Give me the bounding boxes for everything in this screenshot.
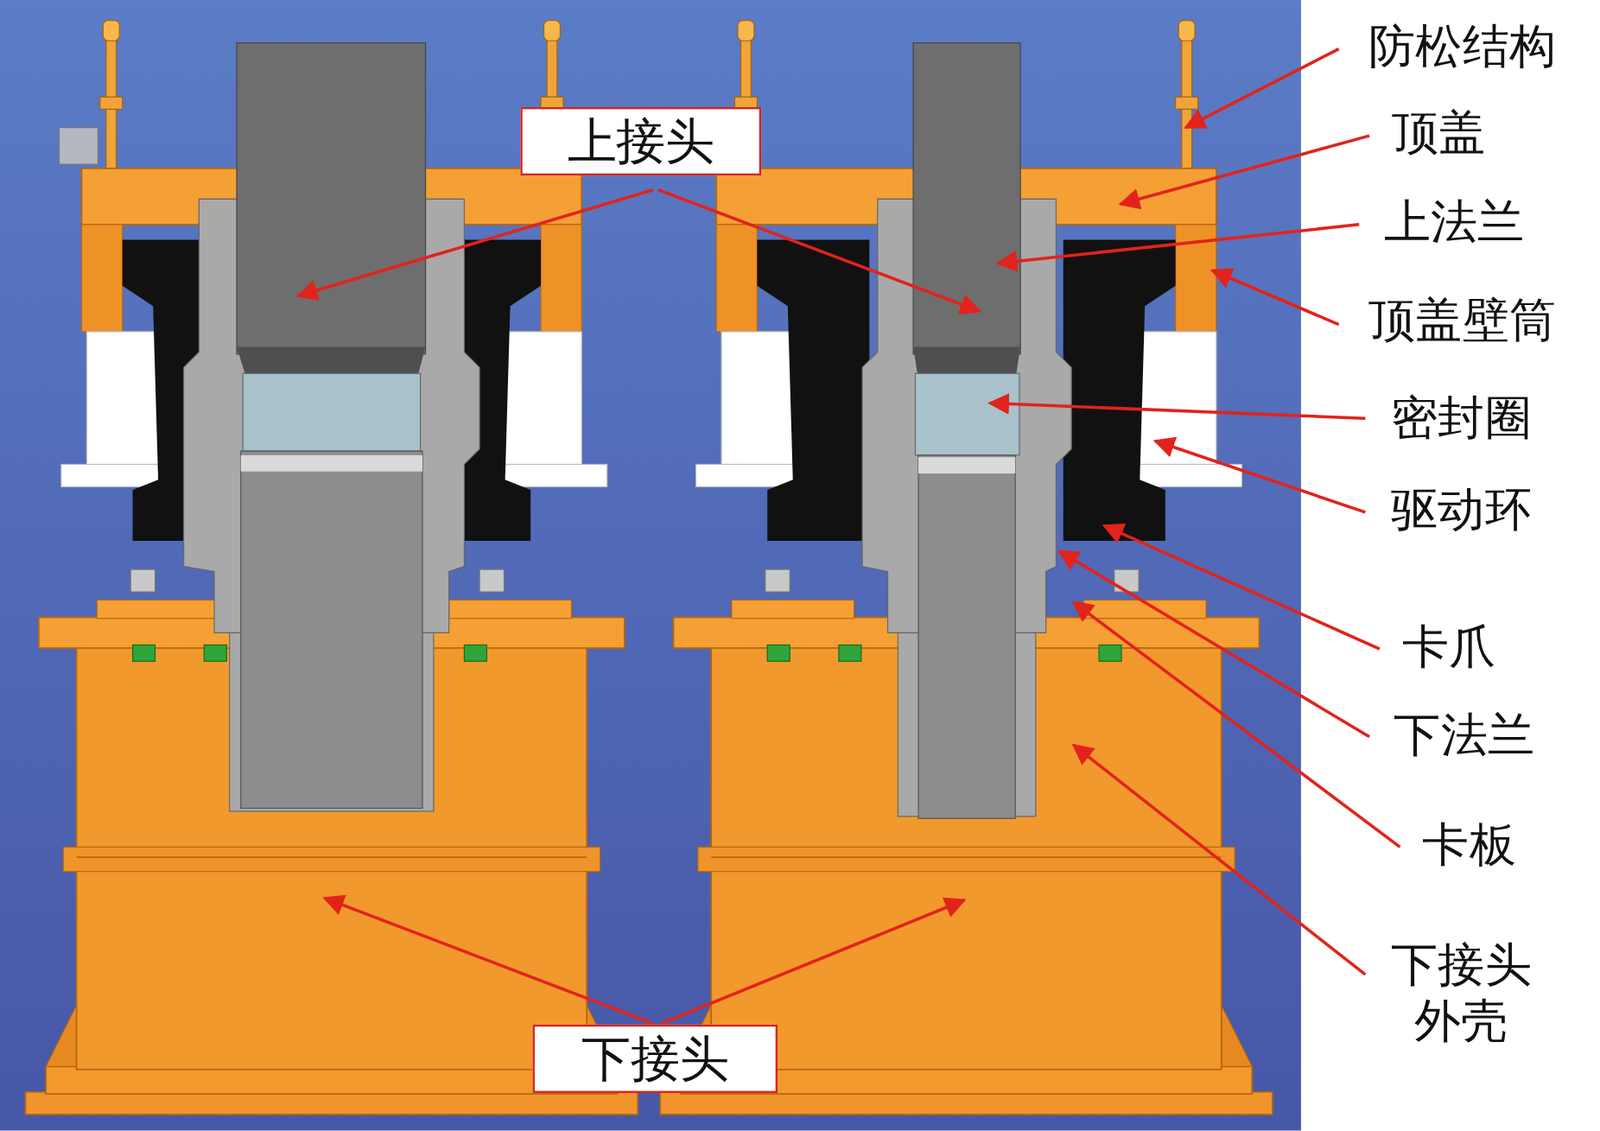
part-name: 上法兰 <box>1362 193 1547 250</box>
part-name: 下接头 外壳 <box>1369 936 1554 1049</box>
part-name: 卡板 <box>1403 816 1537 873</box>
callout-text: 上接头 <box>545 113 737 170</box>
part-name: 卡爪 <box>1382 618 1516 675</box>
part-name: 驱动环 <box>1369 481 1554 538</box>
callout-text: 下接头 <box>557 1030 754 1087</box>
callout-box: 下接头 <box>533 1024 778 1093</box>
part-name: 密封圈 <box>1369 389 1554 446</box>
part-name: 顶盖 <box>1372 105 1506 162</box>
leader-lines <box>298 49 1401 1024</box>
part-name: 顶盖壁筒 <box>1345 292 1581 349</box>
part-name: 下法兰 <box>1372 707 1557 764</box>
part-name: 防松结构 <box>1345 18 1581 75</box>
callout-box: 上接头 <box>520 107 762 176</box>
